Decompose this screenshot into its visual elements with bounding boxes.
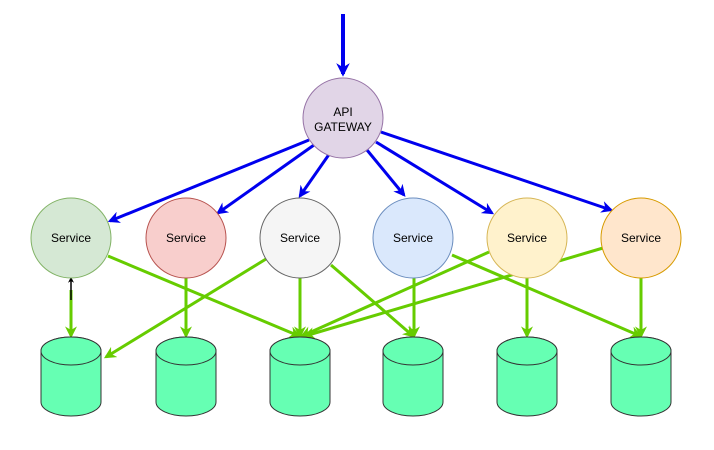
service-circle [145, 197, 227, 279]
service-node[interactable]: Service [600, 197, 682, 279]
service-circle [600, 197, 682, 279]
edge-gateway-to-service-2 [216, 143, 315, 215]
edge-gateway-to-service-5 [375, 140, 495, 215]
api-gateway-label-line2: GATEWAY [314, 120, 372, 134]
service-circle [486, 197, 568, 279]
service-circle [30, 197, 112, 279]
service-label: Service [621, 231, 661, 245]
database-cylinder[interactable] [40, 336, 102, 417]
edge-gateway-to-service-4 [365, 149, 406, 197]
service-node[interactable]: Service [145, 197, 227, 279]
service-label: Service [393, 231, 433, 245]
service-label: Service [51, 231, 91, 245]
api-gateway-circle [302, 77, 384, 159]
database-cylinder[interactable] [382, 336, 444, 417]
edge-gateway-to-service-6 [380, 130, 614, 213]
database-top [496, 336, 558, 366]
database-top [269, 336, 331, 366]
service-label: Service [280, 231, 320, 245]
service-node[interactable]: Service [30, 197, 112, 279]
api-gateway-node[interactable]: API GATEWAY [302, 77, 384, 159]
api-gateway-label-line1: API [333, 105, 352, 119]
edge-gateway-to-service-3 [298, 152, 332, 198]
edge-service-4-to-database-6 [451, 253, 643, 338]
database-cylinder[interactable] [610, 336, 672, 417]
service-label: Service [166, 231, 206, 245]
edge-service-5-to-database-3 [299, 250, 490, 338]
service-node[interactable]: Service [372, 197, 454, 279]
edge-gateway-to-service-1 [107, 138, 310, 223]
service-label: Service [507, 231, 547, 245]
service-node[interactable]: Service [486, 197, 568, 279]
database-cylinder[interactable] [496, 336, 558, 417]
database-cylinder[interactable] [269, 336, 331, 417]
service-node[interactable]: Service [259, 197, 341, 279]
database-cylinder[interactable] [155, 336, 217, 417]
database-top [155, 336, 217, 366]
service-circle [372, 197, 454, 279]
edge-service-3-to-database-4 [330, 263, 415, 338]
database-top [610, 336, 672, 366]
service-circle [259, 197, 341, 279]
edge-service-3-to-database-1 [103, 257, 267, 359]
database-top [382, 336, 444, 366]
database-top [40, 336, 102, 366]
